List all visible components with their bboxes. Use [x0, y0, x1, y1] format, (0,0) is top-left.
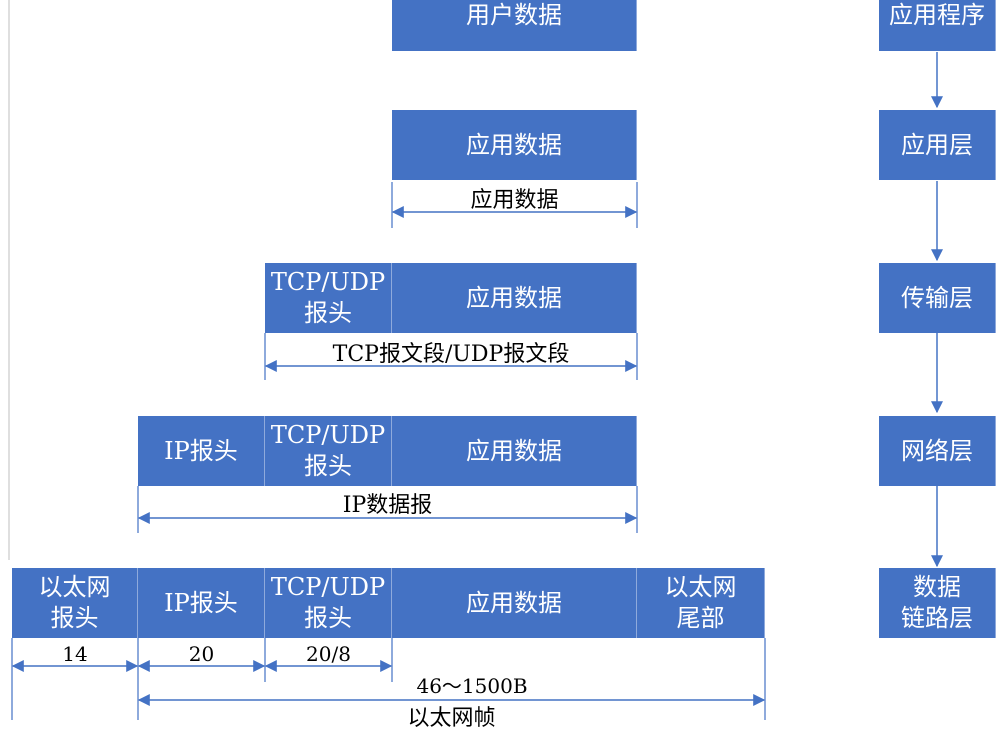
ethernet-data-box: 应用数据: [392, 568, 637, 638]
network-data-box: 应用数据: [392, 416, 637, 486]
layer-datalink-box: 数据 链路层: [879, 568, 996, 638]
application-span-label: 应用数据: [470, 188, 559, 213]
len-payload-label: 46～1500B: [416, 674, 528, 698]
len-ip-label: 20: [188, 642, 215, 666]
ethernet-span-label: 以太网帧: [407, 706, 496, 731]
len-tcp-udp-label: 20/8: [306, 642, 351, 666]
user-data-box: 用户数据: [392, 0, 637, 51]
layer-app-box: 应用程序: [879, 0, 996, 51]
network-span-label: IP数据报: [342, 493, 433, 518]
transport-tcp-udp-header-box: TCP/UDP 报头: [265, 263, 392, 333]
layer-transport-box: 传输层: [879, 263, 996, 333]
network-tcp-udp-header-box: TCP/UDP 报头: [265, 416, 392, 486]
ethernet-trailer-box: 以太网 尾部: [637, 568, 765, 638]
application-data-box: 应用数据: [392, 110, 637, 180]
network-ip-header-box: IP报头: [138, 416, 265, 486]
len-eth-head-label: 14: [62, 642, 88, 666]
layer-application-box: 应用层: [879, 110, 996, 180]
layer-network-box: 网络层: [879, 416, 996, 486]
ethernet-tcp-udp-header-box: TCP/UDP 报头: [265, 568, 392, 638]
transport-data-box: 应用数据: [392, 263, 637, 333]
transport-span-label: TCP报文段/UDP报文段: [332, 342, 570, 367]
ethernet-ip-header-box: IP报头: [138, 568, 265, 638]
ethernet-header-box: 以太网 报头: [12, 568, 138, 638]
